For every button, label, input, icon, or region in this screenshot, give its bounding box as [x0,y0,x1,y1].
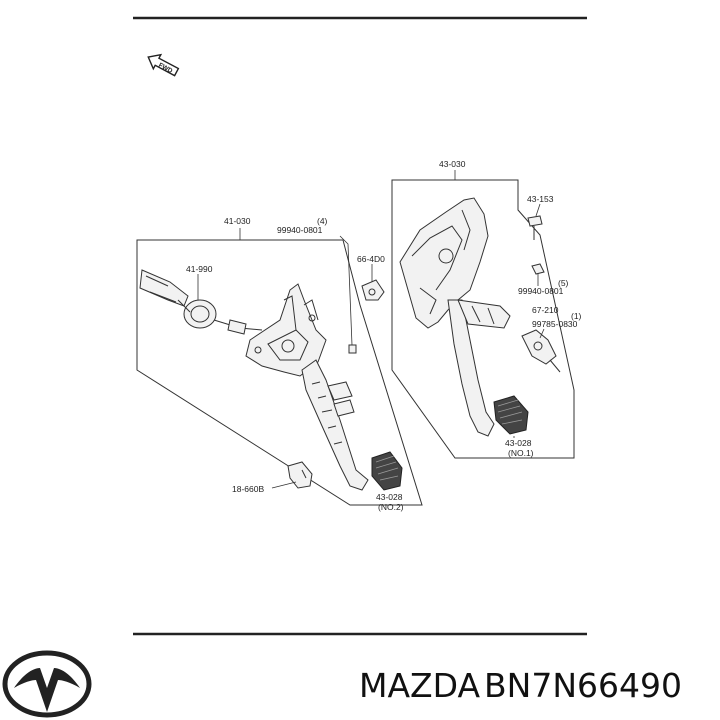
callout-99940-0801-b: 99940-0801 [518,286,564,296]
callout-43-028-no1: 43-028 [505,438,532,448]
brake-pedal-drawing [399,197,561,437]
clutch-pedal-drawing [139,269,403,491]
callout-41-030: 41-030 [224,216,251,226]
callout-99940-0801-a: 99940-0801 [277,225,323,235]
callout-qty-4: (4) [317,216,328,226]
brand-name: MAZDA [359,666,480,705]
callout-99785-0830: 99785-0830 [532,319,578,329]
callout-43-030: 43-030 [439,159,466,169]
clutch-assembly-frame [136,239,423,506]
callout-41-990: 41-990 [186,264,213,274]
brake-assembly-frame [391,179,575,459]
callout-18-660b: 18-660B [232,484,264,494]
fwd-arrow-icon: FWD [147,53,180,77]
mazda-logo-icon [2,650,92,718]
callout-43-028-no2: 43-028 [376,492,403,502]
callout-67-210: 67-210 [532,305,559,315]
part-number: BN7N66490 [484,666,682,705]
callout-qty-1: (1) [571,311,582,321]
callout-43-153: 43-153 [527,194,554,204]
callout-no2: (NO.2) [378,502,404,512]
callout-qty-5: (5) [558,278,569,288]
callout-no1: (NO.1) [508,448,534,458]
callout-66-4d0: 66-4D0 [357,254,385,264]
